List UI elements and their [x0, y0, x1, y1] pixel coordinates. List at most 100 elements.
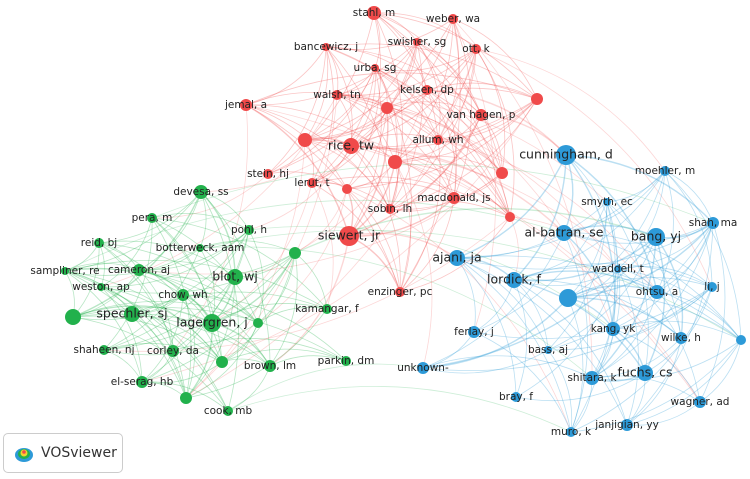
node[interactable] — [736, 335, 746, 345]
node-label[interactable]: fuchs, cs — [618, 365, 673, 380]
node[interactable] — [621, 419, 633, 431]
node[interactable] — [707, 217, 719, 229]
node[interactable] — [381, 102, 393, 114]
node-label[interactable]: weber, wa — [426, 13, 480, 25]
node[interactable] — [395, 287, 405, 297]
node-label[interactable]: cameron, aj — [108, 264, 170, 276]
node-label[interactable]: ott, k — [462, 43, 490, 55]
node[interactable] — [223, 406, 233, 416]
node-label[interactable]: kang, yk — [591, 323, 637, 335]
node[interactable] — [203, 314, 221, 332]
node-label[interactable]: sampliner, re — [30, 265, 99, 277]
node[interactable] — [511, 392, 521, 402]
node-label[interactable]: shah, ma — [689, 217, 738, 229]
node-label[interactable]: enzinger, pc — [368, 286, 433, 298]
node[interactable] — [147, 213, 157, 223]
node[interactable] — [339, 226, 359, 246]
node[interactable] — [65, 309, 81, 325]
node[interactable] — [244, 225, 254, 235]
node-label[interactable]: weston, ap — [72, 281, 130, 293]
node-label[interactable]: pohl, h — [231, 224, 267, 236]
node[interactable] — [322, 304, 332, 314]
node-label[interactable]: macdonald, js — [417, 192, 490, 204]
node-label[interactable]: sobin, lh — [368, 203, 412, 215]
node-label[interactable]: swisher, sg — [388, 36, 447, 48]
node-label[interactable]: lerut, t — [294, 177, 329, 189]
node-label[interactable]: rice, tw — [328, 138, 374, 153]
node[interactable] — [367, 6, 381, 20]
node-label[interactable]: wagner, ad — [671, 396, 730, 408]
node[interactable] — [468, 326, 480, 338]
node-label[interactable]: waddell, t — [592, 263, 643, 275]
node[interactable] — [385, 204, 395, 214]
node-label[interactable]: allum, wh — [412, 134, 463, 146]
node-label[interactable]: devesa, ss — [173, 186, 228, 198]
node[interactable] — [97, 283, 105, 291]
node-label[interactable]: stein, hj — [247, 168, 289, 180]
node[interactable] — [307, 178, 317, 188]
node-label[interactable]: urba, sg — [354, 62, 397, 74]
node[interactable] — [388, 155, 402, 169]
node[interactable] — [506, 272, 522, 288]
node[interactable] — [99, 345, 109, 355]
node[interactable] — [614, 265, 622, 273]
node[interactable] — [289, 247, 301, 259]
node[interactable] — [471, 44, 481, 54]
node-label[interactable]: kamangar, f — [295, 303, 359, 315]
node[interactable] — [342, 184, 352, 194]
node[interactable] — [216, 356, 228, 368]
node[interactable] — [544, 346, 552, 354]
node-label[interactable]: botterweck, aam — [156, 242, 245, 254]
node[interactable] — [343, 138, 359, 154]
node-label[interactable]: ajani, ja — [432, 250, 481, 265]
node-label[interactable]: parkin, dm — [318, 355, 375, 367]
node[interactable] — [448, 192, 460, 204]
node-label[interactable]: bancewicz, j — [294, 41, 358, 53]
node-label[interactable]: cook, mb — [204, 405, 253, 417]
node[interactable] — [196, 244, 204, 252]
node[interactable] — [449, 250, 465, 266]
node[interactable] — [136, 376, 148, 388]
node-label[interactable]: bang, yj — [631, 229, 681, 244]
node[interactable] — [496, 167, 508, 179]
node-label[interactable]: ferlay, j — [454, 326, 494, 338]
node-label[interactable]: shitara, k — [567, 372, 617, 384]
node[interactable] — [650, 285, 664, 299]
node[interactable] — [475, 109, 487, 121]
node[interactable] — [448, 14, 458, 24]
node-label[interactable]: corley, da — [147, 345, 199, 357]
node-label[interactable]: cunningham, d — [519, 147, 613, 162]
node[interactable] — [94, 238, 104, 248]
node-label[interactable]: kelsen, dp — [400, 84, 454, 96]
node[interactable] — [263, 169, 273, 179]
node-label[interactable]: smyth, ec — [581, 196, 633, 208]
node[interactable] — [422, 85, 432, 95]
node[interactable] — [240, 99, 252, 111]
node-label[interactable]: blot, wj — [212, 269, 258, 284]
node-label[interactable]: jemal, a — [224, 99, 267, 111]
node[interactable] — [606, 322, 620, 336]
node[interactable] — [61, 267, 69, 275]
node[interactable] — [177, 289, 189, 301]
node-label[interactable]: reid, bj — [81, 237, 117, 249]
node-label[interactable]: janjigian, yy — [594, 419, 659, 431]
node-label[interactable]: chow, wh — [158, 289, 207, 301]
node[interactable] — [194, 185, 208, 199]
node-label[interactable]: brown, lm — [244, 360, 296, 372]
node-label[interactable]: el-serag, hb — [111, 376, 174, 388]
node[interactable] — [322, 43, 330, 51]
node[interactable] — [180, 392, 192, 404]
node-label[interactable]: ohtsu, a — [636, 286, 678, 298]
node[interactable] — [264, 360, 276, 372]
node-label[interactable]: pera, m — [132, 212, 173, 224]
node[interactable] — [413, 38, 421, 46]
node[interactable] — [694, 396, 706, 408]
node-label[interactable]: lagergren, j — [176, 315, 248, 330]
node-label[interactable]: muro, k — [551, 426, 592, 438]
node-label[interactable]: al-batran, se — [524, 225, 603, 240]
node-label[interactable]: li, j — [704, 281, 719, 293]
node[interactable] — [417, 362, 429, 374]
node-label[interactable]: siewert, jr — [318, 228, 381, 243]
node[interactable] — [433, 135, 443, 145]
